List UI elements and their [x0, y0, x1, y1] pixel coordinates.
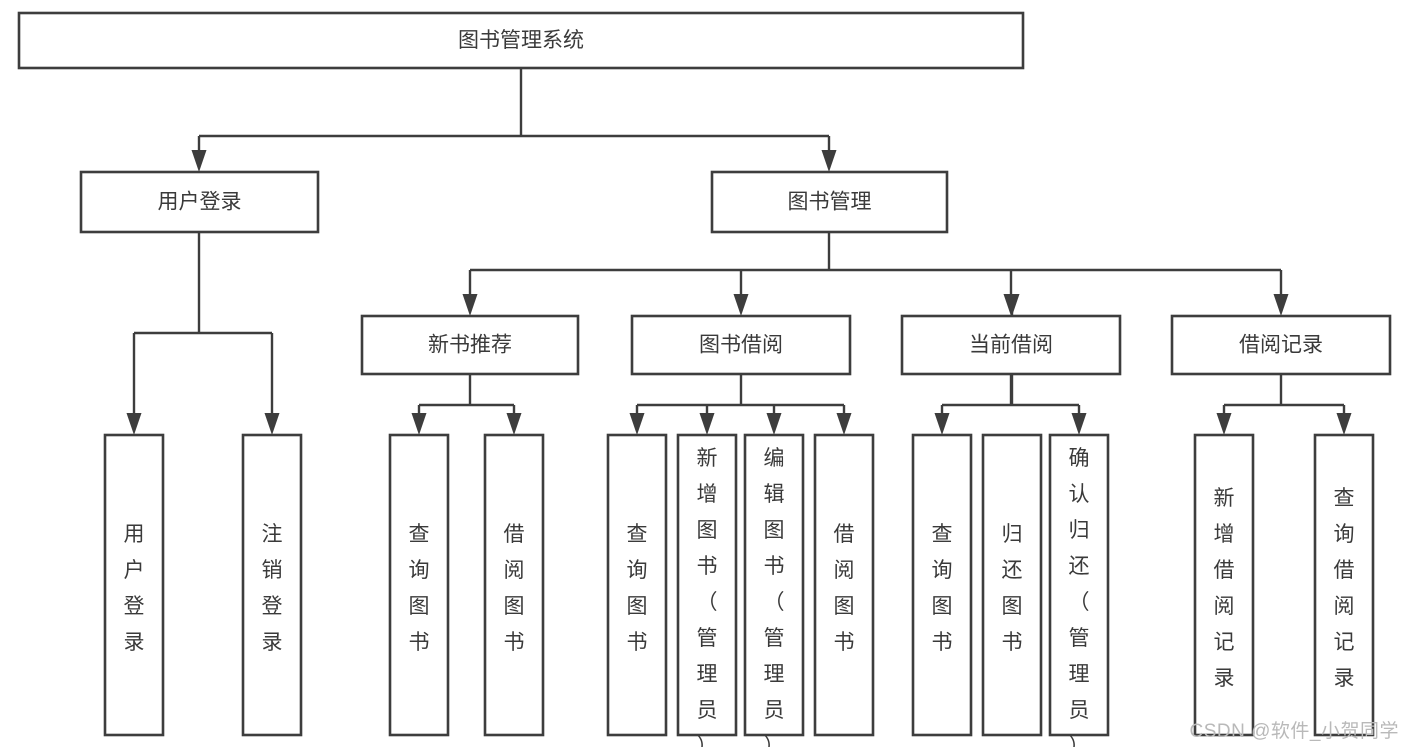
node-label: 借阅记录	[1239, 334, 1323, 357]
node-box[interactable]	[813, 433, 875, 737]
node-box[interactable]	[630, 314, 852, 376]
leaf-node-leaf-confirm-return[interactable]: 确认归还（管理员）	[1048, 433, 1110, 747]
arrow-head-icon	[506, 413, 522, 435]
leaf-node-leaf-user-logout[interactable]: 注销登录	[241, 433, 303, 737]
connector-layer	[126, 68, 1352, 435]
node-box[interactable]	[1193, 433, 1255, 737]
arrow-head-icon	[411, 413, 427, 435]
node-box[interactable]	[1170, 314, 1392, 376]
arrow-head-icon	[126, 413, 142, 435]
arrow-head-icon	[934, 413, 950, 435]
arrow-head-icon	[629, 413, 645, 435]
leaf-node-leaf-borrow-book[interactable]: 借阅图书	[813, 433, 875, 737]
arrow-head-icon	[699, 413, 715, 435]
node-box[interactable]	[79, 170, 320, 234]
node-label: 用户登录	[124, 523, 145, 654]
arrow-head-icon	[733, 294, 749, 316]
node-label: 查询图书	[409, 523, 430, 654]
leaf-node-leaf-add-borrow-record[interactable]: 新增借阅记录	[1193, 433, 1255, 737]
arrow-head-icon	[836, 413, 852, 435]
node-label: 新书推荐	[428, 334, 512, 357]
node-box[interactable]	[17, 11, 1025, 70]
level2-node-book-borrow[interactable]: 图书借阅	[630, 314, 852, 376]
arrow-head-icon	[766, 413, 782, 435]
level1-node-book-manage[interactable]: 图书管理	[710, 170, 949, 234]
leaf-node-leaf-query-book-borrow[interactable]: 查询图书	[606, 433, 668, 737]
node-label: 用户登录	[158, 191, 242, 214]
node-box[interactable]	[676, 433, 738, 737]
arrow-head-icon	[191, 150, 207, 172]
root-node-root[interactable]: 图书管理系统	[17, 11, 1025, 70]
node-label: 归还图书	[1002, 523, 1023, 654]
node-box[interactable]	[1313, 433, 1375, 737]
node-box[interactable]	[981, 433, 1043, 737]
node-label: 查询借阅记录	[1334, 487, 1355, 690]
arrow-head-icon	[1071, 413, 1087, 435]
node-box[interactable]	[606, 433, 668, 737]
arrow-head-icon	[821, 150, 837, 172]
node-label: 图书借阅	[699, 334, 783, 357]
node-box[interactable]	[743, 433, 805, 737]
node-box[interactable]	[710, 170, 949, 234]
node-box[interactable]	[911, 433, 973, 737]
node-label: 借阅图书	[834, 523, 855, 654]
node-box[interactable]	[241, 433, 303, 737]
leaf-node-leaf-return-book[interactable]: 归还图书	[981, 433, 1043, 737]
level1-node-user-login[interactable]: 用户登录	[79, 170, 320, 234]
node-label: 图书管理系统	[458, 29, 584, 52]
arrow-head-icon	[1004, 294, 1020, 316]
node-label: 图书管理	[788, 191, 872, 214]
level2-node-borrow-record[interactable]: 借阅记录	[1170, 314, 1392, 376]
leaf-node-leaf-query-book-rec[interactable]: 查询图书	[388, 433, 450, 737]
leaf-node-leaf-edit-book[interactable]: 编辑图书（管理员）	[743, 433, 805, 747]
arrow-head-icon	[462, 294, 478, 316]
watermark-label: CSDN @软件_小贺同学	[1189, 721, 1399, 742]
arrow-head-icon	[264, 413, 280, 435]
arrow-head-icon	[1216, 413, 1232, 435]
leaf-node-leaf-query-book-current[interactable]: 查询图书	[911, 433, 973, 737]
node-box[interactable]	[388, 433, 450, 737]
node-label: 确认归还（管理员）	[1069, 447, 1090, 747]
node-label: 新增图书（管理员）	[697, 447, 718, 747]
level2-node-new-book-recommend[interactable]: 新书推荐	[360, 314, 580, 376]
node-label: 新增借阅记录	[1214, 487, 1235, 690]
leaf-node-leaf-user-login[interactable]: 用户登录	[103, 433, 165, 737]
leaf-node-leaf-borrow-book-rec[interactable]: 借阅图书	[483, 433, 545, 737]
node-layer: 图书管理系统用户登录图书管理新书推荐图书借阅当前借阅借阅记录用户登录注销登录查询…	[17, 11, 1392, 747]
node-box[interactable]	[483, 433, 545, 737]
leaf-node-leaf-add-book[interactable]: 新增图书（管理员）	[676, 433, 738, 747]
node-label: 借阅图书	[504, 523, 525, 654]
node-box[interactable]	[360, 314, 580, 376]
level2-node-current-borrow[interactable]: 当前借阅	[900, 314, 1122, 376]
node-label: 查询图书	[627, 523, 648, 654]
node-label: 编辑图书（管理员）	[764, 447, 785, 747]
arrow-head-icon	[1273, 294, 1289, 316]
node-box[interactable]	[1048, 433, 1110, 737]
arrow-head-icon	[1336, 413, 1352, 435]
node-label: 当前借阅	[969, 334, 1053, 357]
leaf-node-leaf-query-borrow-record[interactable]: 查询借阅记录	[1313, 433, 1375, 737]
node-box[interactable]	[103, 433, 165, 737]
node-label: 查询图书	[932, 523, 953, 654]
node-label: 注销登录	[262, 523, 283, 654]
node-box[interactable]	[900, 314, 1122, 376]
